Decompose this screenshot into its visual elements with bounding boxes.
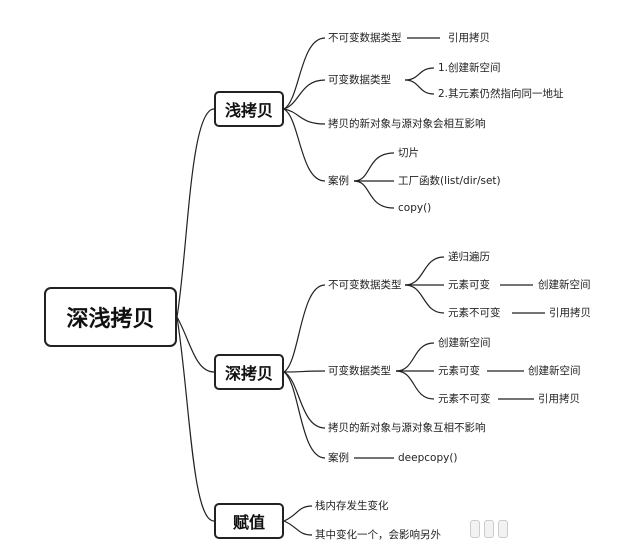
assign-item-1: 栈内存发生变化 [315,500,389,512]
shallow-example-item-3: copy() [398,202,432,214]
link-shallow-mutable [283,79,326,110]
deep-immutable-result-2: 引用拷贝 [549,307,591,319]
root-node: 深浅拷贝 [44,287,177,347]
link-deep-example [283,371,326,459]
shallow-example-item-2: 工厂函数(list/dir/set) [398,175,501,187]
shallow-mutable-label: 可变数据类型 [328,74,391,86]
link-shallow-example [283,108,326,182]
shallow-example-label: 案例 [328,175,349,187]
link-assign-2 [283,520,313,536]
link-shallow-example-1 [353,152,395,182]
deep-mutable-item-2: 元素可变 [438,365,480,377]
carousel-handle-3[interactable] [498,520,508,538]
deep-example-label: 案例 [328,452,349,464]
bottom-fade-overlay [432,514,640,544]
link-shallow-mutable-1 [404,67,435,81]
node-shallow-copy: 浅拷贝 [214,91,284,127]
deep-mutable-item-3: 元素不可变 [438,393,491,405]
link-root-deep [176,316,215,373]
deep-immutable-item-3: 元素不可变 [448,307,501,319]
link-deep-mutable [283,370,326,373]
shallow-immutable-ref: 引用拷贝 [448,32,490,44]
link-deep-mutual [283,371,326,429]
deep-example-item: deepcopy() [398,452,458,464]
assign-item-2: 其中变化一个，会影响另外 [315,529,441,541]
deep-immutable-result-1: 创建新空间 [538,279,591,291]
link-shallow-example-3 [353,180,395,209]
carousel-handle-1[interactable] [470,520,480,538]
link-deep-immutable-1 [404,256,445,286]
deep-mutable-result-1: 创建新空间 [528,365,581,377]
shallow-mutable-item-2: 2.其元素仍然指向同一地址 [438,88,564,100]
link-deep-mutable-3 [395,370,435,400]
deep-mutual-label: 拷贝的新对象与源对象互相不影响 [328,422,486,434]
link-assign-1 [283,505,313,522]
deep-mutable-result-2: 引用拷贝 [538,393,580,405]
link-shallow-mutable-2 [404,79,435,95]
node-assignment: 赋值 [214,503,284,539]
link-deep-mutable-1 [395,342,435,372]
shallow-example-item-1: 切片 [398,147,419,159]
deep-immutable-item-2: 元素可变 [448,279,490,291]
link-root-assign [176,316,215,522]
shallow-mutual-label: 拷贝的新对象与源对象会相互影响 [328,118,486,130]
shallow-mutable-item-1: 1.创建新空间 [438,62,501,74]
link-shallow-mutual [283,108,326,125]
link-root-shallow [176,108,215,318]
shallow-immutable-label: 不可变数据类型 [328,32,402,44]
deep-mutable-item-1: 创建新空间 [438,337,491,349]
carousel-handle-2[interactable] [484,520,494,538]
deep-immutable-item-1: 递归遍历 [448,251,490,263]
deep-immutable-label: 不可变数据类型 [328,279,402,291]
deep-mutable-label: 可变数据类型 [328,365,391,377]
link-deep-immutable-3 [404,284,445,314]
node-deep-copy: 深拷贝 [214,354,284,390]
link-deep-immutable [283,284,326,373]
link-shallow-immutable [283,37,326,110]
